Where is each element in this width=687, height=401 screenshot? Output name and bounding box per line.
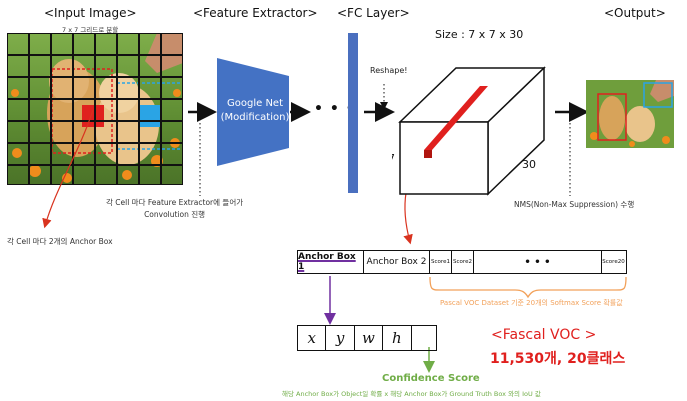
orange-bracket	[429, 276, 627, 299]
bbox-x: x	[298, 326, 327, 350]
softmax-note: Pascal VOC Dataset 기준 20개의 Softmax Score…	[440, 299, 623, 307]
bbox-w: w	[355, 326, 384, 350]
cell-convolution-note: 각 Cell 마다 Feature Extractor에 들어가 Convolu…	[106, 197, 243, 221]
nms-note: NMS(Non-Max Suppression) 수행	[514, 200, 635, 209]
cube-height: 7	[392, 152, 395, 165]
cube-depth: 30	[522, 158, 536, 171]
output-image	[586, 80, 674, 148]
input-image	[7, 33, 183, 185]
hand	[145, 33, 183, 73]
output-box-blue	[643, 82, 673, 108]
fc-layer-bar	[348, 33, 358, 193]
red-curve-anchor-note	[42, 109, 94, 229]
score20-cell: Score20	[602, 259, 625, 265]
output-box-red	[597, 93, 627, 141]
score1-cell: Score1	[430, 251, 452, 273]
bbox-y: y	[326, 326, 355, 350]
bbox-vector: x y w h	[297, 325, 437, 351]
anchor-box-note: 각 Cell 마다 2개의 Anchor Box	[7, 237, 113, 246]
google-net-sublabel: (Modification)	[221, 112, 289, 123]
header-fc-layer: <FC Layer>	[337, 6, 410, 20]
anchor-box-2-cell: Anchor Box 2	[364, 251, 430, 273]
header-output: <Output>	[604, 6, 666, 20]
output-tensor-cube: 7 7 30	[392, 66, 546, 196]
google-net-block: Google Net (Modification)	[217, 58, 289, 166]
anchor-box-1-cell: Anchor Box 1	[298, 251, 364, 273]
google-net-label: Google Net	[227, 98, 283, 109]
confidence-score-title: Confidence Score	[382, 373, 480, 384]
bbox-confidence-slot	[412, 326, 436, 350]
input-grid-caption: 7 x 7 그리드로 분할	[62, 26, 119, 34]
score-ellipsis-cell: • • •	[474, 251, 602, 273]
dataset-stats: 11,530개, 20클래스	[490, 351, 626, 367]
cell-note-line2: Convolution 진행	[144, 210, 206, 219]
size-label: Size : 7 x 7 x 30	[435, 28, 524, 41]
ellipsis-layers: • • •	[314, 101, 356, 117]
reshape-label: Reshape!	[370, 66, 408, 75]
cell-note-line1: 각 Cell 마다 Feature Extractor에 들어가	[106, 198, 244, 207]
output-vector: Anchor Box 1 Anchor Box 2 Score1 Score2 …	[297, 250, 627, 274]
confidence-score-desc: 해당 Anchor Box가 Object일 확률 x 해당 Anchor Bo…	[282, 390, 541, 398]
header-feature-extractor: <Feature Extractor>	[193, 6, 318, 20]
dataset-title: <Fascal VOC >	[491, 327, 597, 343]
bbox-h: h	[383, 326, 412, 350]
score2-cell: Score2	[452, 251, 474, 273]
header-input-image: <Input Image>	[44, 6, 137, 20]
